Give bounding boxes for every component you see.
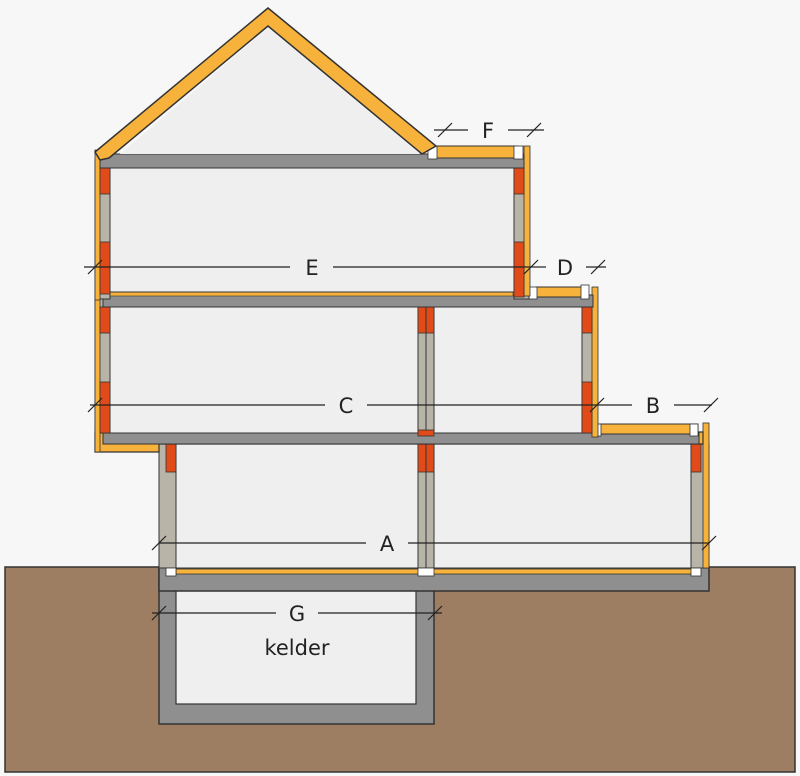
dimension-a: A	[151, 532, 717, 556]
flat-roof-f-insulation	[435, 145, 519, 159]
ground-floor-left-window	[165, 443, 177, 473]
dimension-c: C	[87, 394, 605, 418]
label-e: E	[305, 256, 318, 280]
gable-roof	[94, 7, 438, 161]
ground-floor-room-right	[433, 443, 692, 569]
label-d: D	[557, 256, 573, 280]
first-floor-right-insulation	[591, 286, 599, 438]
label-f: F	[482, 119, 494, 143]
label-c: C	[339, 394, 354, 418]
dimension-g: G	[151, 602, 443, 626]
ground-floor-interior-wall-foot	[417, 567, 435, 577]
first-floor-left-insulation	[94, 298, 101, 453]
ground-floor-room-left	[175, 443, 419, 569]
ground-floor-right-insulation	[702, 422, 710, 569]
terrace-b-insulation	[599, 423, 699, 435]
label-b: B	[646, 394, 660, 418]
second-floor-right-window-bottom	[513, 241, 525, 298]
ground-floor-right-window	[690, 443, 702, 473]
first-floor-right-window-top	[581, 306, 593, 334]
cellar-label: kelder	[264, 636, 329, 660]
dimension-d: D	[530, 256, 606, 280]
dimension-b: B	[597, 394, 719, 418]
attic-space	[120, 28, 420, 154]
ground-floor-insulation	[175, 568, 697, 575]
terrace-d-insulation	[535, 286, 589, 298]
second-floor-left-window-bottom	[99, 241, 111, 295]
first-floor-left-window-bottom	[99, 381, 111, 434]
first-floor-right-window-bottom	[581, 381, 593, 434]
first-floor-room-left	[109, 306, 419, 434]
label-a: A	[380, 532, 395, 556]
first-floor-left-window-top	[99, 306, 111, 334]
dimension-f: F	[434, 119, 544, 143]
dimension-e: E	[84, 256, 539, 280]
label-g: G	[289, 602, 305, 626]
first-floor-room-right	[433, 306, 583, 434]
second-floor-left-window-top	[99, 167, 111, 195]
second-floor-room	[109, 167, 515, 293]
second-floor-right-window-top	[513, 167, 525, 195]
